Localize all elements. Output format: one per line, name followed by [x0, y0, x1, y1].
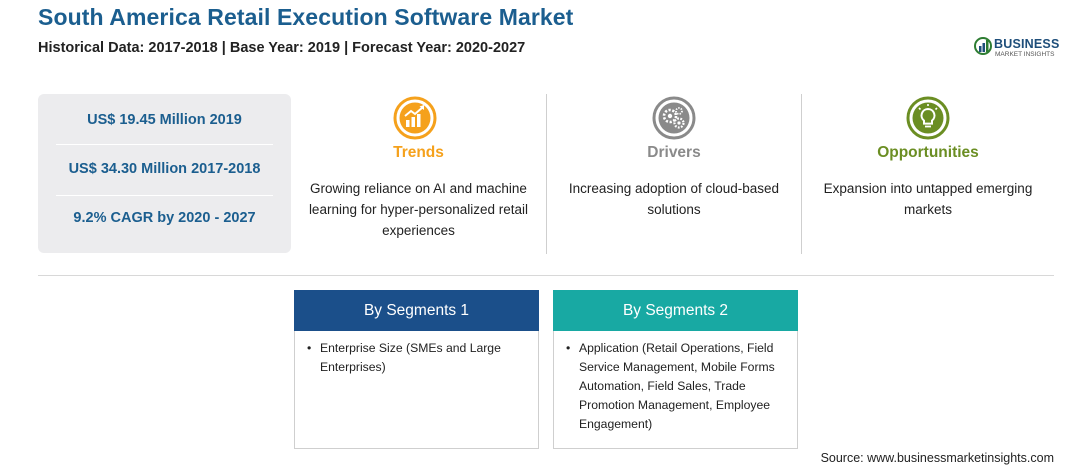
segment-1-header: By Segments 1 — [294, 290, 539, 331]
drivers-column: Drivers Increasing adoption of cloud-bas… — [556, 94, 792, 256]
bullet-icon: • — [566, 341, 571, 355]
stat-divider — [56, 144, 273, 145]
lightbulb-icon — [906, 96, 950, 140]
stat-divider — [56, 195, 273, 196]
column-divider — [801, 94, 802, 254]
stat-cagr: 9.2% CAGR by 2020 - 2027 — [73, 210, 256, 226]
segment-1-card: By Segments 1 • Enterprise Size (SMEs an… — [294, 290, 539, 449]
segment-2-card: By Segments 2 • Application (Retail Oper… — [553, 290, 798, 449]
bullet-icon: • — [307, 341, 312, 355]
drivers-title: Drivers — [647, 144, 701, 161]
section-divider — [38, 275, 1054, 276]
business-market-insights-logo: BUSINESS MARKET INSIGHTS — [974, 34, 1064, 60]
opportunities-column: Opportunities Expansion into untapped em… — [810, 94, 1046, 256]
key-stats-panel: US$ 19.45 Million 2019 US$ 34.30 Million… — [38, 94, 291, 253]
segment-1-item: Enterprise Size (SMEs and Large Enterpri… — [320, 341, 501, 374]
logo-name: BUSINESS — [994, 37, 1060, 51]
stat-market-value-historical: US$ 34.30 Million 2017-2018 — [68, 161, 261, 177]
trends-column: Trends Growing reliance on AI and machin… — [300, 94, 537, 256]
stat-market-value-2019: US$ 19.45 Million 2019 — [87, 112, 242, 128]
page-title: South America Retail Execution Software … — [38, 4, 574, 30]
opportunities-text: Expansion into untapped emerging markets — [823, 181, 1033, 217]
trends-title: Trends — [393, 144, 444, 161]
bar-chart-growth-icon — [393, 96, 437, 140]
logo-globe-icon — [974, 37, 992, 55]
gears-icon — [652, 96, 696, 140]
drivers-text: Increasing adoption of cloud-based solut… — [568, 181, 780, 217]
segment-2-header: By Segments 2 — [553, 290, 798, 331]
segment-1-list: • Enterprise Size (SMEs and Large Enterp… — [307, 339, 529, 377]
source-note: Source: www.businessmarketinsights.com — [820, 451, 1054, 465]
segment-2-item: Application (Retail Operations, Field Se… — [579, 341, 775, 431]
opportunities-title: Opportunities — [877, 144, 979, 161]
segment-2-list: • Application (Retail Operations, Field … — [566, 339, 788, 434]
page-subtitle: Historical Data: 2017-2018 | Base Year: … — [38, 40, 526, 56]
trends-text: Growing reliance on AI and machine learn… — [308, 181, 529, 238]
logo-tagline: MARKET INSIGHTS — [995, 51, 1055, 58]
column-divider — [546, 94, 547, 254]
